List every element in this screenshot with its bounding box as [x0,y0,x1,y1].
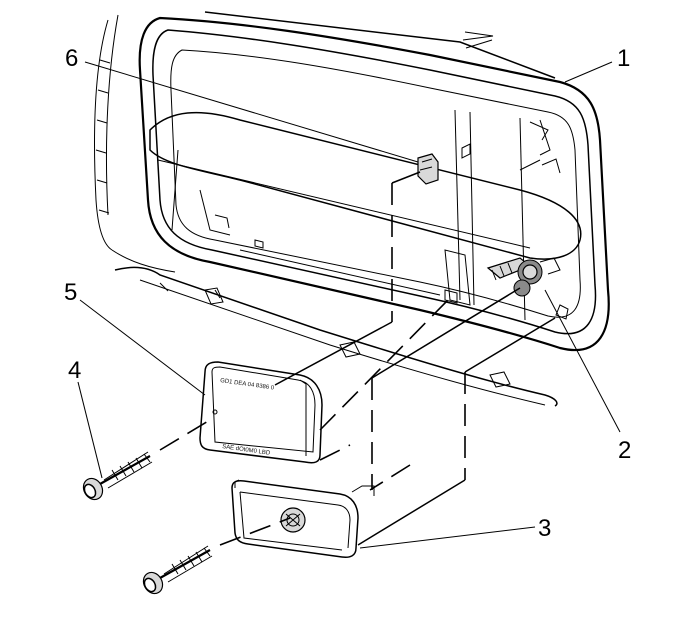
bulb-socket [486,257,569,320]
callout-6: 6 [65,45,78,72]
screw-upper [82,451,153,501]
callout-2: 2 [618,437,631,464]
leader-1 [564,61,613,83]
leader-4 [77,381,103,479]
park-turn-lamp [231,479,375,558]
callout-4: 4 [68,357,81,384]
lower-fascia [114,266,558,407]
leader-lines [77,61,621,549]
screw-lower [142,545,213,595]
callout-5: 5 [64,279,77,306]
callout-labels: 6 1 2 3 4 5 [64,45,631,542]
leader-5 [79,299,206,396]
grille-background [94,14,176,273]
headlamp-housing [138,16,610,351]
installation-lines [159,171,556,546]
marker-socket-clip [417,153,439,185]
leader-6 [84,61,419,163]
leader-3 [359,526,536,549]
leader-2 [544,289,621,433]
callout-3: 3 [538,515,551,542]
hood-edge [204,11,556,79]
side-marker-lens: GD1 DEA 04 8386 0 SAE dOt0M0 LBD [199,361,323,464]
callout-1: 1 [617,45,630,72]
